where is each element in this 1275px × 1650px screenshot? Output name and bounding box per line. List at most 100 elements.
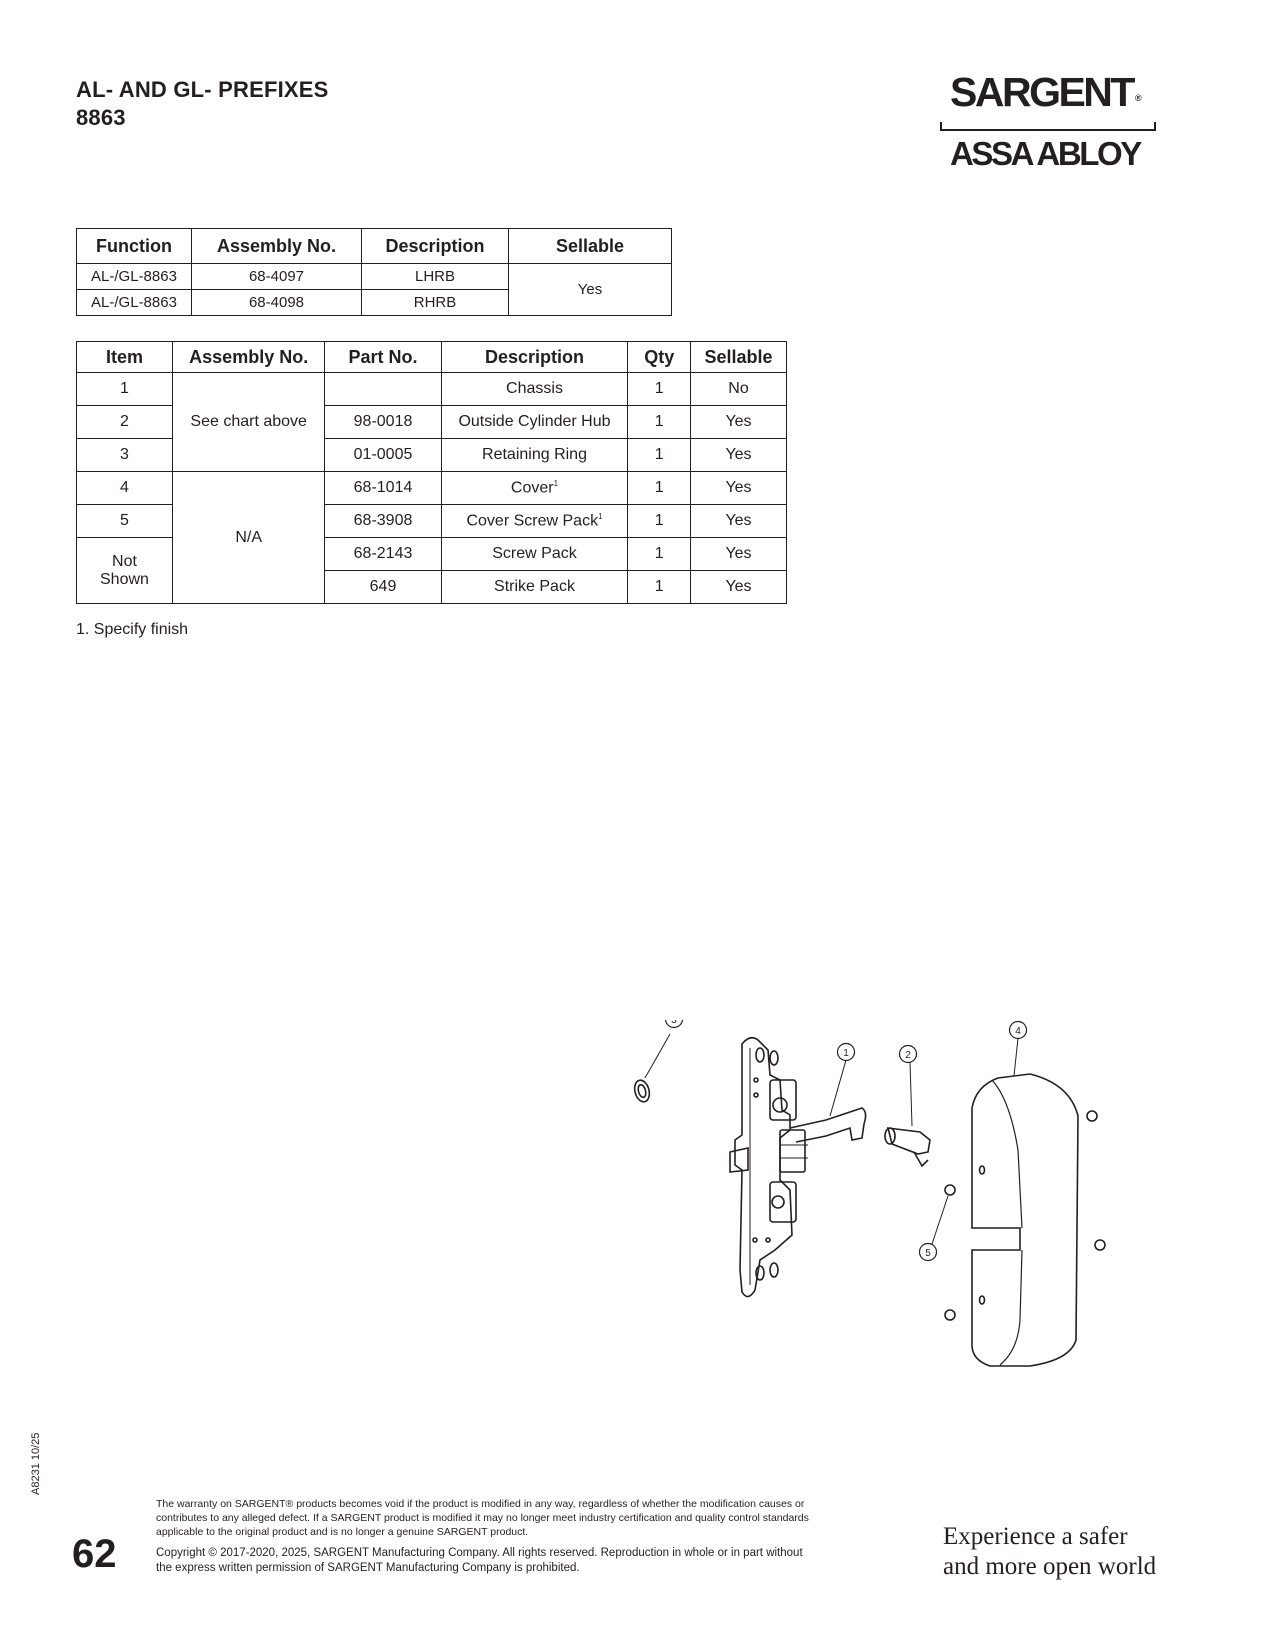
cell-description: Screw Pack [440,537,629,571]
table-row: 2 98-0018 Outside Cylinder Hub 1 Yes [76,405,787,439]
footnote-marker: 1 [553,478,559,488]
warranty-notice: The warranty on SARGENT® products become… [156,1498,809,1538]
cell-description: LHRB [361,263,509,290]
table-row: AL-/GL-8863 68-4098 RHRB [76,289,672,316]
cell-part: 649 [324,570,442,604]
sargent-assa-abloy-logo: SARGENT® ASSA ABLOY [940,70,1160,175]
cell-description: Chassis [440,372,629,406]
callout-2: 2 [898,1044,918,1064]
document-code: A8231 10/25 [30,1432,42,1495]
cover-screw-part [944,1110,1106,1321]
callout-3-label: 3 [671,1020,677,1026]
description-text: Cover [510,479,554,497]
parts-table: Item Assembly No. Part No. Description Q… [76,341,787,604]
cell-qty: 1 [627,537,692,571]
logo-bracket [940,122,1156,131]
cell-assembly: 68-4098 [191,289,362,316]
tagline-line2: and more open world [943,1553,1157,1580]
tagline-line1: Experience a safer [943,1523,1128,1550]
cell-part: 98-0018 [324,405,442,439]
header-sellable: Sellable [690,341,787,373]
description-text: Cover Screw Pack [466,512,599,530]
cell-item: 1 [76,372,173,406]
title-prefixes: AL- AND GL- PREFIXES [76,77,329,102]
table-row: 649 Strike Pack 1 Yes [77,570,787,604]
cell-item: 4 [76,471,173,505]
header-item: Item [76,341,173,373]
callout-5: 5 [918,1242,938,1262]
footnote-marker: 1 [598,511,603,521]
cell-qty: 1 [627,504,692,538]
callout-4: 4 [1008,1020,1028,1040]
cell-qty: 1 [627,438,692,472]
cell-sellable: No [690,372,787,406]
cell-sellable: Yes [690,537,787,571]
cell-assembly: 68-4097 [191,263,362,290]
logo-brand: SARGENT® [950,70,1142,114]
leader-4 [1013,1037,1019,1077]
function-table-header: Function Assembly No. Description Sellab… [76,228,672,264]
cell-description: Cover1 [440,471,629,505]
page-number: 62 [72,1532,117,1576]
table-row: 1 See chart above Chassis 1 No [76,372,787,472]
cell-function: AL-/GL-8863 [76,289,192,316]
leader-2 [909,1061,913,1127]
page-title: AL- AND GL- PREFIXES 8863 [76,76,329,132]
cell-description: Outside Cylinder Hub [440,405,629,439]
callout-1: 1 [836,1042,856,1062]
table-row: Not Shown 68-2143 Screw Pack 1 Yes [76,537,787,604]
cell-item-not-shown: Not Shown [76,537,173,604]
cell-sellable: Yes [690,405,787,439]
header-assembly: Assembly No. [191,228,362,264]
cell-sellable: Yes [690,438,787,472]
header-sellable: Sellable [508,228,672,264]
callout-3: 3 [664,1020,684,1029]
leader-5 [931,1195,949,1245]
logo-brand-text: SARGENT [950,69,1135,115]
cell-description: Retaining Ring [440,438,629,472]
callout-1-label: 1 [843,1048,849,1059]
footnote: 1. Specify finish [76,621,189,638]
cell-item: 2 [76,405,173,439]
cell-qty: 1 [627,570,692,604]
header-part-no: Part No. [324,341,442,373]
cell-part: 01-0005 [324,438,442,472]
logo-reg-mark: ® [1134,93,1142,103]
cell-assembly-group: See chart above [171,372,326,472]
title-model: 8863 [76,105,126,130]
function-table: Function Assembly No. Description Sellab… [76,228,672,316]
cylinder-hub-part [884,1127,931,1168]
callout-2-label: 2 [905,1050,911,1061]
header-description: Description [440,341,629,373]
callout-4-label: 4 [1015,1026,1021,1037]
cell-part [324,372,442,406]
cell-item: 3 [76,438,173,472]
cell-sellable: Yes [690,471,787,505]
cell-description: Cover Screw Pack1 [440,504,629,538]
cell-function: AL-/GL-8863 [76,263,192,290]
table-row: AL-/GL-8863 68-4097 LHRB Yes [76,263,672,316]
exploded-parts-diagram: 1 2 3 4 5 [633,1020,1106,1367]
logo-parent: ASSA ABLOY [950,135,1142,172]
cell-sellable: Yes [508,263,672,316]
parts-table-header: Item Assembly No. Part No. Description Q… [76,341,787,373]
cell-sellable: Yes [690,504,787,538]
cell-item: 5 [76,504,173,538]
cell-description: Strike Pack [440,570,629,604]
copyright-notice: Copyright © 2017-2020, 2025, SARGENT Man… [156,1547,803,1574]
header-function: Function [76,228,192,264]
header-assembly: Assembly No. [171,341,326,373]
cell-qty: 1 [627,405,692,439]
leader-1 [829,1059,847,1117]
cell-part: 68-1014 [324,471,442,505]
cover-part [971,1073,1079,1367]
chassis-part [729,1036,867,1298]
cell-sellable: Yes [690,570,787,604]
leader-3 [644,1033,671,1079]
brand-tagline: Experience a safer and more open world [943,1522,1156,1582]
header-qty: Qty [627,341,692,373]
cell-part: 68-3908 [324,504,442,538]
callout-5-label: 5 [925,1248,931,1259]
header-description: Description [361,228,509,264]
table-row: 4 N/A 68-1014 Cover1 1 Yes [76,471,787,604]
